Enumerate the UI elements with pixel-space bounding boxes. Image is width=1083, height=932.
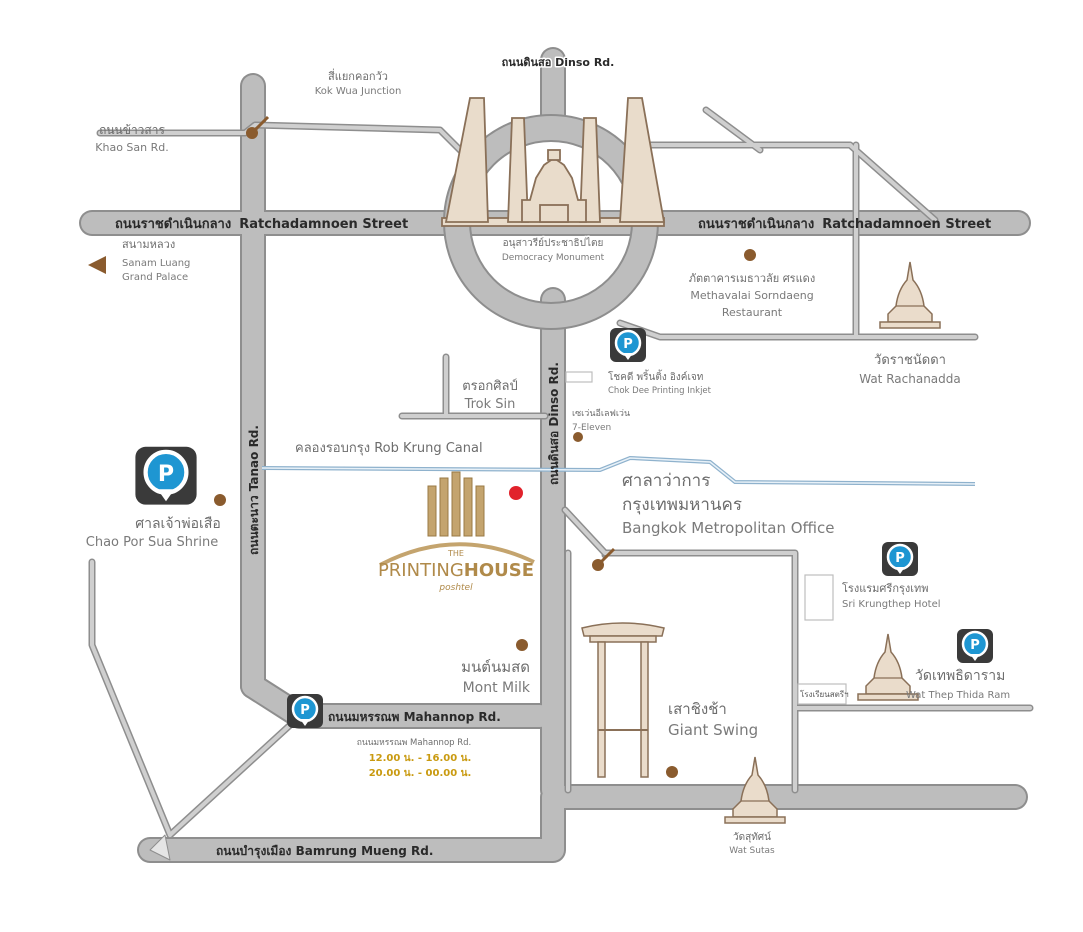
label-canal: คลองรอบกรุง Rob Krung Canal (295, 441, 483, 456)
label-bamrung-mueng: ถนนบำรุงเมือง Bamrung Mueng Rd. (216, 844, 433, 859)
trok-sin-th: ตรอกศิลป์ (462, 378, 518, 394)
rachanadda-th: วัดราชนัดดา (874, 353, 946, 368)
suthat-en: Wat Sutas (729, 846, 775, 856)
canal (261, 455, 976, 486)
poi-labels: สี่แยกคอกวัว Kok Wua Junction ถนนข้าวสาร… (86, 68, 1010, 856)
logo-small-text: THE (447, 549, 464, 558)
label-dinso-vertical: ถนนดินสอ Dinso Rd. (547, 362, 561, 485)
parking-icon-mahannop[interactable] (285, 692, 325, 730)
parking-icon-thep-thida[interactable] (955, 627, 995, 665)
thep-thida-th: วัดเทพธิดาราม (915, 668, 1005, 684)
parking-hours-2: 20.00 น. - 00.00 น. (369, 768, 472, 779)
parking-icon-sri-krungthep[interactable] (880, 540, 920, 578)
chao-por-th: ศาลเจ้าพ่อเสือ (135, 516, 221, 532)
giant-swing-th: เสาชิงช้า (668, 700, 727, 718)
mont-milk-en: Mont Milk (463, 680, 531, 696)
trok-sin-en: Trok Sin (464, 397, 516, 412)
khao-san-en: Khao San Rd. (95, 141, 168, 154)
chok-dee-th: โชคดี พริ้นติ้ง อิงค์เจท (608, 369, 703, 383)
label-dinso-top: ถนนดินสอ Dinso Rd. (502, 56, 615, 69)
sri-krungthep-en: Sri Krungthep Hotel (842, 599, 941, 610)
thep-thida-en: Wat Thep Thida Ram (906, 690, 1010, 701)
school-label: โรงเรียนสตรีฯ (800, 689, 849, 699)
label-tanao: ถนนตะนาว Tanao Rd. (247, 425, 261, 555)
sanam-luang-th: สนามหลวง (122, 238, 175, 251)
suthat-th: วัดสุทัศน์ (733, 831, 771, 843)
printing-house-logo: THE PRINTINGHOUSE poshtel (378, 471, 535, 593)
printing-house-location-pin[interactable] (509, 486, 523, 500)
methavalai-th: ภัตตาคารเมธาวลัย ศรแดง (689, 272, 815, 285)
seven-eleven-en: 7-Eleven (572, 423, 611, 433)
mahannop-parking-label: ถนนมหรรณพ Mahannop Rd. (357, 738, 472, 748)
city-hall-en: Bangkok Metropolitan Office (622, 519, 835, 537)
rachanadda-en: Wat Rachanadda (859, 372, 961, 386)
grand-palace-en: Grand Palace (122, 272, 188, 283)
democracy-th: อนุสาวรีย์ประชาธิปไตย (503, 237, 604, 249)
sri-krungthep-th: โรงแรมศรีกรุงเทพ (842, 581, 929, 595)
kok-wua-en: Kok Wua Junction (315, 86, 402, 97)
khao-san-th: ถนนข้าวสาร (99, 123, 165, 137)
label-mahannop: ถนนมหรรณพ Mahannop Rd. (328, 710, 501, 724)
giant-swing-en: Giant Swing (668, 721, 758, 739)
chao-por-en: Chao Por Sua Shrine (86, 535, 218, 550)
city-hall-th1: ศาลาว่าการ (622, 471, 710, 491)
giant-swing-illustration (581, 622, 665, 778)
methavalai-en: Methavalai Sorndaeng (690, 289, 813, 302)
logo-sub-text: poshtel (438, 583, 473, 593)
small-buildings (565, 371, 847, 705)
methavalai-en2: Restaurant (722, 306, 783, 319)
democracy-monument-illustration (441, 97, 666, 227)
pins (88, 115, 756, 778)
wat-rachanadda-stupa (879, 261, 941, 329)
mont-milk-th: มนต์นมสด (461, 658, 530, 676)
logo-main-text: PRINTINGHOUSE (378, 560, 534, 581)
parking-icon-chao-por[interactable] (135, 447, 196, 505)
parking-icon-chok-dee[interactable] (608, 326, 648, 364)
city-hall-th2: กรุงเทพมหานคร (622, 495, 742, 515)
sanam-luang-en: Sanam Luang (122, 258, 190, 269)
parking-hours-1: 12.00 น. - 16.00 น. (369, 753, 472, 764)
kok-wua-th: สี่แยกคอกวัว (328, 68, 388, 83)
chok-dee-en: Chok Dee Printing Inkjet (608, 386, 712, 396)
democracy-en: Democracy Monument (502, 253, 605, 263)
seven-eleven-th: เซเว่นอีเลฟเว่น (572, 408, 630, 419)
